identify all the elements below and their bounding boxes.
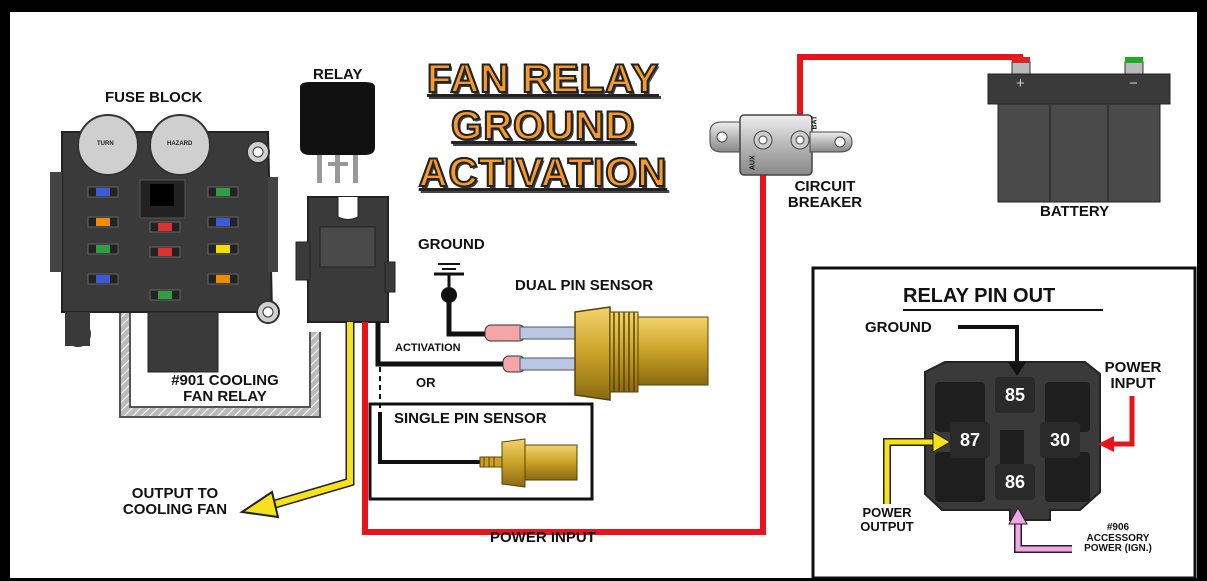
fuse-block xyxy=(50,114,280,373)
output-wire xyxy=(239,322,355,519)
pinout-accessory-line-1: #906 xyxy=(1106,522,1130,533)
circuit-breaker-line-2: BREAKER xyxy=(787,193,863,211)
pinout-power-input-line-2: INPUT xyxy=(1110,374,1156,392)
power-input-label: POWER INPUT xyxy=(490,529,596,546)
pinout-power-output-line-1: POWER xyxy=(862,505,912,520)
relay-label: RELAY xyxy=(313,66,363,83)
circuit-breaker-line-1: CIRCUIT xyxy=(794,178,856,195)
dual-pin-sensor-label: DUAL PIN SENSOR xyxy=(515,277,654,294)
cooling-fan-relay-label: #901 COOLING FAN RELAY xyxy=(140,373,310,405)
battery-minus-label: − xyxy=(1129,75,1138,92)
battery xyxy=(987,57,1171,203)
ground-label: GROUND xyxy=(418,236,485,253)
battery-plus-label: + xyxy=(1016,75,1025,92)
relay xyxy=(300,82,375,183)
wiring-graphics xyxy=(50,54,1197,578)
turn-label: TURN xyxy=(97,141,114,147)
pinout-power-input-label: POWER INPUT xyxy=(1098,360,1168,392)
pin-30: 30 xyxy=(1040,422,1080,458)
cooling-fan-relay-line-2: FAN RELAY xyxy=(183,387,267,405)
pin-86: 86 xyxy=(995,464,1035,500)
pin-87: 87 xyxy=(950,422,990,458)
hazard-label: HAZARD xyxy=(167,141,193,147)
pinout-power-output-line-2: OUTPUT xyxy=(860,518,914,534)
output-to-line-2: COOLING FAN xyxy=(122,500,228,518)
bat-label: BAT xyxy=(811,115,819,130)
or-label: OR xyxy=(416,375,436,390)
title-line-3: ACTIVATION xyxy=(418,150,668,196)
title-line-1: FAN RELAY xyxy=(426,56,659,102)
circuit-breaker-label: CIRCUIT BREAKER xyxy=(775,179,875,211)
pinout-ground-label: GROUND xyxy=(865,319,932,336)
pinout-accessory-line-2: ACCESSORY xyxy=(1086,532,1150,544)
fuse-block-label: FUSE BLOCK xyxy=(105,89,203,106)
output-to-line-1: OUTPUT TO xyxy=(131,485,219,502)
circuit-breaker xyxy=(709,114,853,176)
ground-symbol xyxy=(434,263,505,337)
single-pin-sensor-label: SINGLE PIN SENSOR xyxy=(394,410,547,427)
title-line-2: GROUND xyxy=(450,103,635,149)
pinout-accessory-line-3: POWER (IGN.) xyxy=(1084,543,1152,554)
fuse-harness xyxy=(119,312,321,418)
pinout-power-output-label: POWER OUTPUT xyxy=(852,506,922,533)
dual-pin-sensor xyxy=(484,306,709,401)
output-to-cooling-fan-label: OUTPUT TO COOLING FAN xyxy=(105,486,245,518)
relay-socket xyxy=(295,196,396,323)
pin-85: 85 xyxy=(995,377,1035,413)
pinout-power-input-line-1: POWER xyxy=(1104,359,1162,376)
pinout-accessory-label: #906 ACCESSORY POWER (IGN.) xyxy=(1068,522,1168,555)
cooling-fan-relay-line-1: #901 COOLING xyxy=(171,372,279,389)
single-pin-sensor-box xyxy=(368,402,594,501)
aux-label: AUX xyxy=(749,155,757,171)
pinout-heading: RELAY PIN OUT xyxy=(903,285,1056,307)
pinout-panel xyxy=(811,266,1197,578)
activation-label: ACTIVATION xyxy=(395,342,461,354)
battery-label: BATTERY xyxy=(1040,203,1110,220)
diagram-panel: FAN RELAY GROUND ACTIVATION FUSE BLOCK T… xyxy=(10,12,1197,578)
